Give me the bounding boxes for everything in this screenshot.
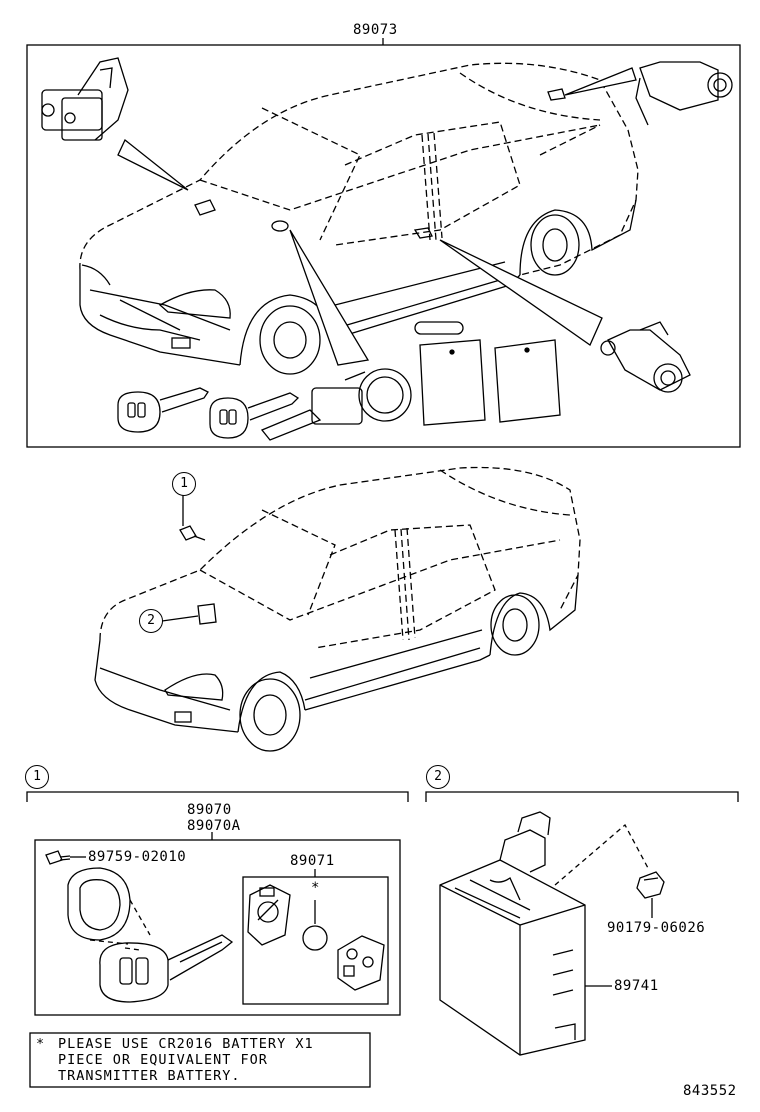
section-2-marker: 2 <box>426 765 450 789</box>
section-2-bracket <box>425 791 739 802</box>
callout-2-marker: 2 <box>139 609 163 633</box>
part-number-90179-06026: 90179-06026 <box>607 920 706 936</box>
hood-lock-assembly <box>41 57 129 141</box>
transmitter-assy-frame <box>34 839 401 1016</box>
battery-drawing <box>302 900 328 951</box>
battery-note-line-1: PLEASE USE CR2016 BATTERY X1 <box>58 1036 314 1052</box>
part-number-89070: 89070 <box>187 802 232 818</box>
key-shell-cover <box>67 867 131 941</box>
door-lock-cylinder <box>600 321 691 393</box>
part-number-89759-02010: 89759-02010 <box>88 849 187 865</box>
car-outline-top <box>79 199 637 375</box>
battery-note-line-3: TRANSMITTER BATTERY. <box>58 1068 241 1084</box>
part-number-89070a: 89070A <box>187 818 241 834</box>
ignition-cylinder <box>260 368 412 441</box>
label-tags <box>414 321 561 426</box>
transmitter-board-drawing <box>337 935 385 991</box>
illustration-number: 843552 <box>683 1083 737 1099</box>
battery-note-star: * <box>36 1036 46 1052</box>
part-number-89741: 89741 <box>614 978 659 994</box>
clip-drawing <box>636 871 665 899</box>
section-1-bracket <box>26 791 409 802</box>
key-2 <box>209 392 300 439</box>
receiver-module-drawing <box>439 811 586 1056</box>
section-1-marker: 1 <box>25 765 49 789</box>
transmitter-case-drawing <box>247 884 291 946</box>
battery-star-marker: * <box>311 880 320 896</box>
car-outline-middle <box>94 574 579 752</box>
battery-note-frame <box>29 1032 371 1088</box>
battery-note-line-2: PIECE OR EQUIVALENT FOR <box>58 1052 268 1068</box>
part-number-89073: 89073 <box>353 22 398 38</box>
key-1 <box>117 387 209 433</box>
car-illustration-middle <box>99 466 581 649</box>
car-illustration-top <box>79 62 639 276</box>
screw-drawing <box>45 850 86 865</box>
part-number-89071: 89071 <box>290 853 335 869</box>
kit-89073-frame <box>26 44 741 448</box>
remote-key-drawing <box>99 934 234 1003</box>
callout-1-marker: 1 <box>172 472 196 496</box>
trunk-lock-cylinder <box>635 61 733 126</box>
